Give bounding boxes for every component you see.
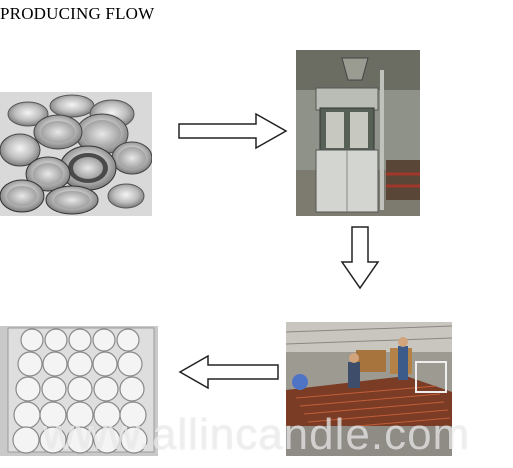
aluminum-cups-photo	[0, 92, 152, 216]
right-arrow	[178, 112, 288, 150]
production-line-photo	[286, 322, 452, 456]
down-arrow	[340, 226, 380, 290]
page-title: PRODUCING FLOW	[0, 4, 155, 23]
filling-machine-photo	[296, 50, 420, 216]
tealight-candles-photo	[0, 326, 158, 456]
left-arrow	[178, 355, 280, 389]
